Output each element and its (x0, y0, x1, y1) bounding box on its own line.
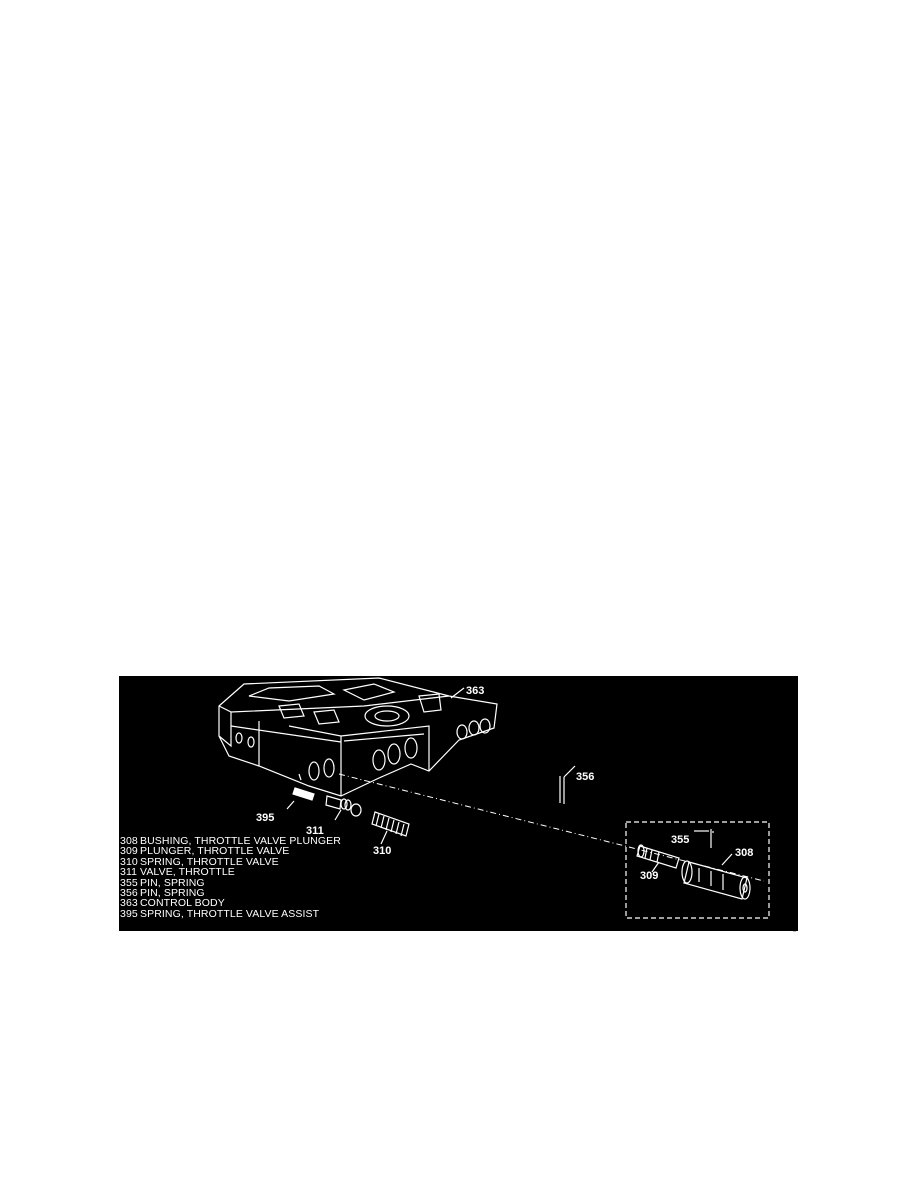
scan-artifact (793, 931, 796, 932)
legend-part-number: 309 (120, 845, 138, 858)
spring-pin-356-illustration (559, 765, 576, 804)
diagram-artwork (218, 677, 770, 919)
callout-363: 363 (466, 685, 485, 697)
spring-pin-355-illustration (694, 829, 714, 848)
callout-355: 355 (671, 834, 690, 846)
legend-part-description: SPRING, THROTTLE VALVE (140, 855, 279, 868)
legend-part-description: SPRING, THROTTLE VALVE ASSIST (140, 907, 320, 920)
callout-395: 395 (256, 812, 275, 824)
throttle-valve-spring-310-illustration (371, 811, 410, 845)
plunger-309-illustration (636, 844, 680, 873)
callout-356: 356 (576, 771, 595, 783)
legend-part-number: 363 (120, 897, 138, 910)
bushing-308-illustration (681, 853, 751, 900)
legend-part-number: 308 (120, 835, 138, 847)
callout-308: 308 (735, 847, 754, 859)
leader-363 (450, 687, 465, 699)
legend-part-description: PIN, SPRING (140, 876, 205, 889)
spring-395-illustration (286, 787, 315, 810)
legend-part-description: BUSHING, THROTTLE VALVE PLUNGER (140, 835, 341, 847)
legend-part-number: 310 (120, 855, 138, 868)
legend-part-description: CONTROL BODY (140, 897, 225, 910)
legend-part-number: 311 (120, 866, 138, 879)
legend-part-number: 355 (120, 876, 138, 889)
throttle-valve-311-illustration (325, 795, 362, 821)
legend-part-description: PLUNGER, THROTTLE VALVE (140, 845, 290, 858)
legend-part-number: 395 (120, 907, 138, 920)
callout-311: 311 (306, 825, 324, 837)
legend-part-description: VALVE, THROTTLE (140, 866, 235, 879)
legend-part-description: PIN, SPRING (140, 887, 205, 900)
control-body-illustration (218, 677, 498, 797)
callout-309: 309 (640, 870, 659, 882)
legend-part-number: 356 (120, 887, 138, 900)
callout-310: 310 (373, 845, 392, 857)
